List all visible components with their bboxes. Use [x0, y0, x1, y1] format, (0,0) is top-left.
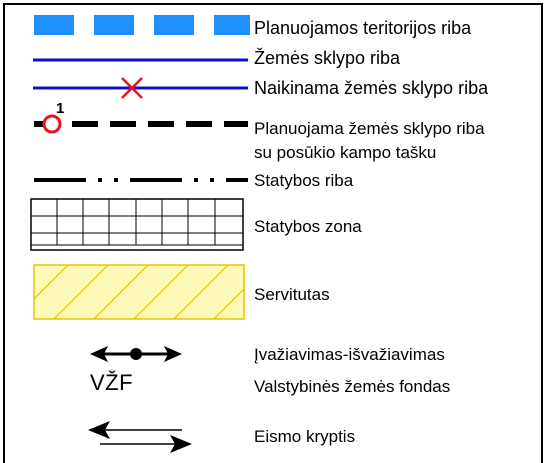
legend-label-building-zone: Statybos zona [254, 217, 362, 236]
turning-point-icon [42, 114, 62, 134]
legend-label-land-plot: Žemės sklypo riba [254, 48, 401, 68]
legend-label-state-land-fund: Valstybinės žemės fondas [254, 377, 451, 396]
building-zone-symbol [30, 198, 244, 251]
legend-label-traffic-direction: Eismo kryptis [254, 427, 356, 446]
entrance-exit-icon [90, 346, 182, 362]
legend-label-planned-land-plot: Planuojama žemės sklypo riba [254, 119, 485, 138]
planned-territory-boundary-symbol [34, 15, 250, 35]
point-number: 1 [56, 100, 64, 117]
planned-land-plot-boundary-symbol: 1 [34, 100, 248, 134]
legend-frame [3, 3, 543, 463]
land-plot-boundary-symbol [33, 58, 248, 62]
easement-symbol [33, 264, 245, 320]
legend-label-planned-territory: Planuojamos teritorijos riba [254, 18, 472, 38]
legend-label-easement: Servitutas [254, 285, 330, 304]
traffic-direction-icon [88, 421, 192, 453]
building-boundary-symbol [34, 178, 248, 182]
cross-mark-icon [121, 77, 143, 99]
removed-land-plot-boundary-symbol [33, 77, 248, 99]
legend-label-entrance-exit: Įvažiavimas-išvažiavimas [254, 345, 445, 364]
legend-label-planned-land-plot-line2: su posūkio kampo tašku [254, 143, 437, 162]
legend-label-removed-land-plot: Naikinama žemės sklypo riba [254, 78, 489, 98]
legend-label-building-boundary: Statybos riba [254, 171, 354, 190]
state-land-fund-abbreviation: VŽF [90, 370, 134, 395]
